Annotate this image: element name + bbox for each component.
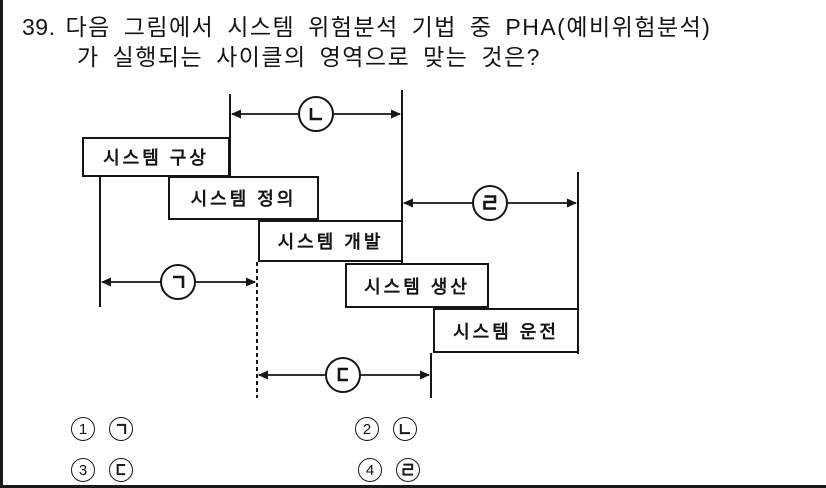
- phase-box-system-definition: 시스템 정의: [168, 176, 319, 220]
- dimension-arrow-nieun: [231, 96, 401, 132]
- page-left-border: [0, 0, 3, 488]
- option-2-jamo-glyph: [399, 424, 410, 435]
- option-4-number-circle: 4: [358, 458, 382, 482]
- dimension-arrow-digeut: [258, 357, 430, 393]
- answer-option-2[interactable]: 2: [355, 417, 417, 441]
- dimension-arrow-giyeok: [101, 264, 256, 300]
- option-1-number-circle: 1: [71, 417, 95, 441]
- option-3-number: 3: [78, 461, 88, 479]
- question-line-2: 가 실행되는 사이클의 영역으로 맞는 것은?: [77, 43, 541, 71]
- question-line-1: 39. 다음 그림에서 시스템 위험분석 기법 중 PHA(예비위험분석): [22, 13, 711, 41]
- option-4-jamo-glyph: [402, 463, 414, 476]
- answer-option-4[interactable]: 4: [358, 458, 420, 482]
- option-3-jamo-circle: [109, 458, 133, 482]
- nieun-glyph: [309, 108, 322, 121]
- digeut-glyph: [337, 367, 348, 382]
- phase-box-system-production: 시스템 생산: [345, 263, 489, 308]
- question-number: 39.: [22, 14, 56, 40]
- option-3-jamo-glyph: [116, 464, 126, 476]
- option-1-jamo-circle: [109, 417, 133, 441]
- dim-circle-giyeok: [160, 264, 196, 300]
- dim-circle-digeut: [325, 357, 361, 393]
- option-1-jamo-glyph: [116, 423, 127, 434]
- option-2-number-circle: 2: [355, 417, 379, 441]
- option-4-jamo-circle: [396, 458, 420, 482]
- giyeok-glyph: [173, 275, 185, 288]
- answer-option-1[interactable]: 1: [71, 417, 133, 441]
- option-3-number-circle: 3: [71, 458, 95, 482]
- option-1-number: 1: [78, 420, 88, 438]
- question-text-1: 다음 그림에서 시스템 위험분석 기법 중 PHA(예비위험분석): [65, 14, 712, 40]
- phase-box-system-operation: 시스템 운전: [433, 308, 579, 353]
- dim-circle-nieun: [298, 96, 334, 132]
- option-4-number: 4: [365, 461, 375, 479]
- option-2-number: 2: [362, 420, 372, 438]
- rieul-glyph: [483, 195, 497, 210]
- question-text-2: 가 실행되는 사이클의 영역으로 맞는 것은?: [77, 44, 541, 70]
- page-bottom-border: [0, 485, 826, 488]
- phase-box-system-concept: 시스템 구상: [82, 137, 230, 177]
- option-2-jamo-circle: [393, 417, 417, 441]
- dimension-arrow-rieul: [403, 185, 577, 221]
- phase-box-system-development: 시스템 개발: [258, 220, 403, 262]
- answer-option-3[interactable]: 3: [71, 458, 133, 482]
